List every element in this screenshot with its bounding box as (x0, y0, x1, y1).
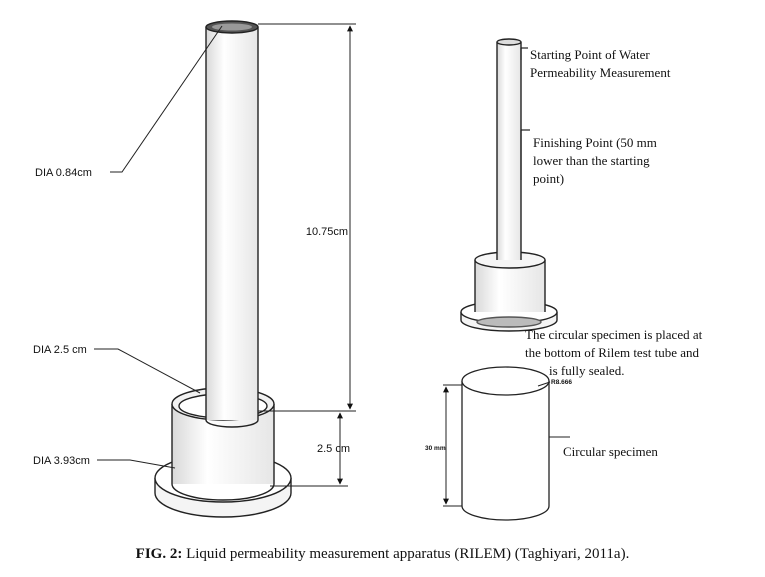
label-height: 10.75cm (306, 226, 348, 238)
label-finish-3: point) (533, 171, 564, 186)
label-radius: R8.666 (551, 379, 572, 386)
label-base-height: 2.5 cm (317, 443, 350, 455)
label-specimen-height: 30 mm (425, 445, 446, 452)
label-note-1: The circular specimen is placed at (525, 327, 703, 342)
right-apparatus (460, 38, 558, 332)
right-markers (520, 47, 530, 180)
label-tube-diameter: DIA 0.84cm (35, 167, 92, 179)
label-specimen: Circular specimen (563, 444, 658, 459)
left-apparatus (154, 20, 292, 518)
label-start-2: Permeability Measurement (530, 65, 671, 80)
figure-caption: FIG. 2: Liquid permeability measurement … (0, 546, 765, 563)
label-note-3: is fully sealed. (549, 363, 624, 378)
left-tube (206, 27, 258, 420)
label-flange-diameter: DIA 3.93cm (33, 455, 90, 467)
right-tube (497, 42, 521, 260)
label-note-2: the bottom of Rilem test tube and (525, 345, 700, 360)
caption-text: Liquid permeability measurement apparatu… (182, 546, 630, 562)
specimen-cylinder (461, 366, 550, 521)
label-finish-2: lower than the starting (533, 153, 650, 168)
left-dimension-lines (94, 23, 356, 487)
label-finish-1: Finishing Point (50 mm (533, 135, 657, 150)
label-start-1: Starting Point of Water (530, 47, 650, 62)
caption-prefix: FIG. 2: (135, 546, 183, 562)
specimen-dimension (443, 381, 570, 507)
specimen-top (461, 366, 550, 396)
label-inner-diameter: DIA 2.5 cm (33, 344, 87, 356)
